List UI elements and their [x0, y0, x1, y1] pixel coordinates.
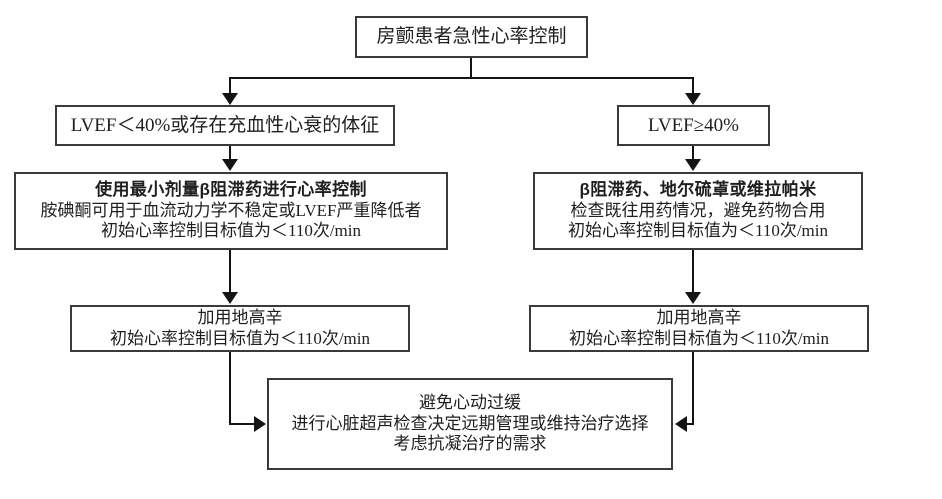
connector-beta-to-digoxin-left: [229, 250, 231, 292]
node-followup-management[interactable]: 避免心动过缓 进行心脏超声检查决定远期管理或维持治疗选择 考虑抗凝治疗的需求: [267, 378, 673, 470]
connector-digoxin-right-across: [687, 423, 694, 425]
node-beta-dilt-line-3: 初始心率控制目标值为＜110次/min: [567, 221, 829, 241]
connector-beta-to-digoxin-right: [692, 250, 694, 292]
node-digoxin-right-line-2: 初始心率控制目标值为＜110次/min: [568, 328, 830, 348]
connector-lvef-low-to-beta: [229, 146, 231, 160]
node-lvef-low-line-1: LVEF＜40%或存在充血性心衰的体征: [70, 114, 380, 136]
connector-digoxin-left-across: [229, 423, 255, 425]
connector-digoxin-left-down: [229, 352, 231, 424]
node-beta-blocker-diltiazem-verapamil[interactable]: β阻滞药、地尔硫䓬或维拉帕米 检查既往用药情况，避免药物合用 初始心率控制目标值…: [533, 172, 863, 250]
node-digoxin-right-line-1: 加用地高辛: [656, 307, 742, 327]
node-lvef-at-least-40[interactable]: LVEF≥40%: [617, 105, 770, 146]
arrow-down-to-digoxin-left: [222, 292, 238, 304]
connector-root-stem: [470, 58, 472, 78]
node-minimum-dose-beta-blocker[interactable]: 使用最小剂量β阻滞药进行心率控制 胺碘酮可用于血流动力学不稳定或LVEF严重降低…: [14, 172, 448, 250]
node-followup-line-1: 避免心动过缓: [419, 392, 521, 412]
node-root-line-1: 房颤患者急性心率控制: [376, 26, 567, 48]
arrow-down-to-lvef-low: [222, 93, 238, 105]
connector-digoxin-right-down: [692, 352, 694, 424]
arrow-down-to-lvef-high: [685, 93, 701, 105]
node-followup-line-3: 考虑抗凝治疗的需求: [393, 434, 547, 454]
arrow-left-to-followup: [675, 416, 687, 432]
node-digoxin-left-line-2: 初始心率控制目标值为＜110次/min: [109, 328, 371, 348]
arrow-down-to-beta-diltiazem: [685, 159, 701, 171]
arrow-down-to-beta-min: [222, 159, 238, 171]
node-root-acute-rate-control[interactable]: 房颤患者急性心率控制: [355, 16, 588, 58]
node-digoxin-left-line-1: 加用地高辛: [197, 307, 283, 327]
node-lvef-high-line-1: LVEF≥40%: [647, 114, 739, 136]
arrow-right-to-followup: [254, 416, 266, 432]
node-beta-dilt-line-2: 检查既往用药情况，避免药物合用: [570, 200, 826, 220]
node-beta-dilt-line-1: β阻滞药、地尔硫䓬或维拉帕米: [579, 179, 817, 199]
node-add-digoxin-left[interactable]: 加用地高辛 初始心率控制目标值为＜110次/min: [70, 305, 410, 352]
connector-lvef-high-to-beta: [692, 146, 694, 160]
connector-left-branch-drop: [229, 77, 231, 95]
node-beta-min-line-3: 初始心率控制目标值为＜110次/min: [100, 221, 362, 241]
node-beta-min-line-1: 使用最小剂量β阻滞药进行心率控制: [95, 179, 367, 199]
node-beta-min-line-2: 胺碘酮可用于血流动力学不稳定或LVEF严重降低者: [40, 200, 422, 220]
connector-right-branch-drop: [692, 77, 694, 95]
node-add-digoxin-right[interactable]: 加用地高辛 初始心率控制目标值为＜110次/min: [529, 305, 869, 352]
connector-split-bar: [230, 77, 693, 79]
node-followup-line-2: 进行心脏超声检查决定远期管理或维持治疗选择: [291, 413, 649, 433]
arrow-down-to-digoxin-right: [685, 292, 701, 304]
node-lvef-below-40[interactable]: LVEF＜40%或存在充血性心衰的体征: [55, 105, 395, 146]
